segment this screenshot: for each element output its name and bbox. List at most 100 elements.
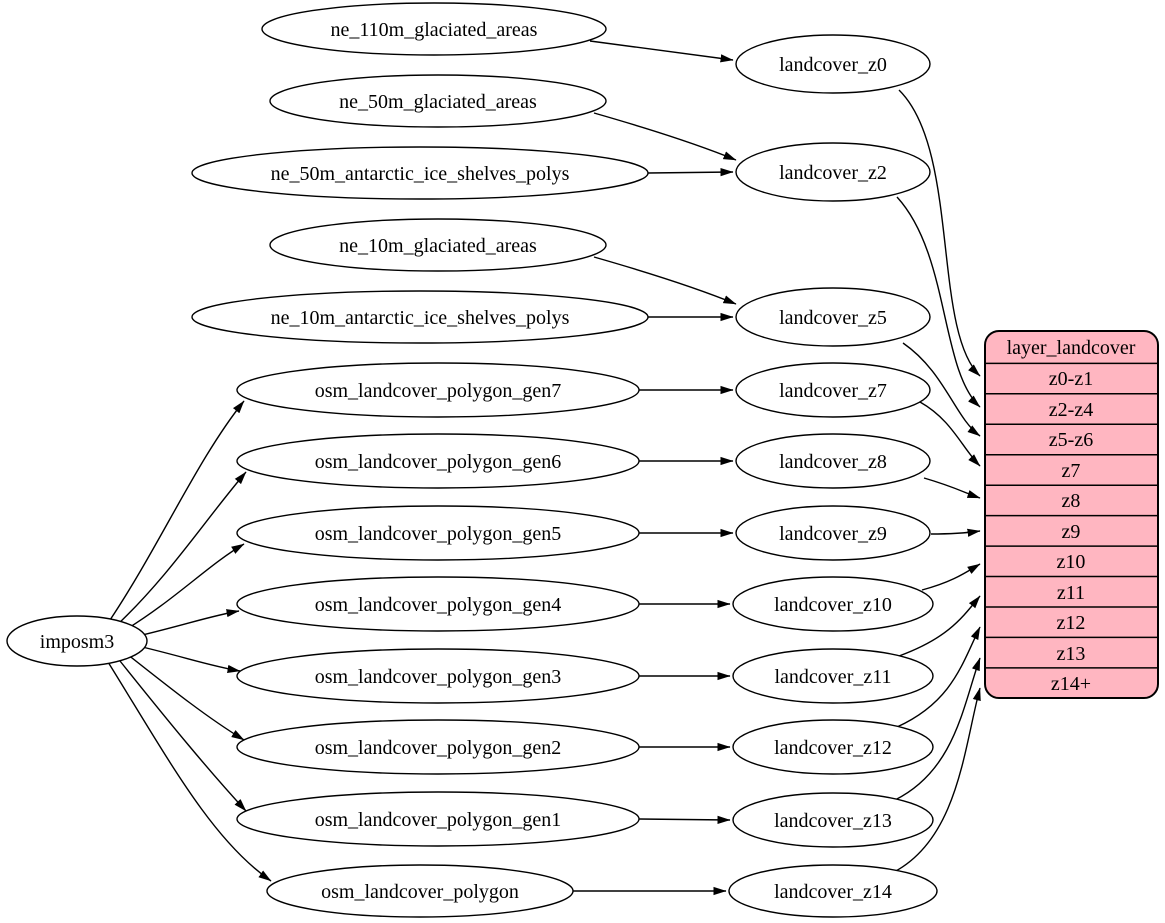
osm-landcover-polygon-label: osm_landcover_polygon xyxy=(321,881,519,903)
node-osm-landcover-polygon-gen6: osm_landcover_polygon_gen6 xyxy=(236,433,640,489)
node-landcover-z14: landcover_z14 xyxy=(728,864,938,918)
osm-landcover-polygon-ellipse xyxy=(266,864,574,918)
layer-row-z12: z12 xyxy=(1057,612,1086,634)
node-landcover-z0: landcover_z0 xyxy=(735,34,931,94)
landcover-z9-ellipse xyxy=(735,505,931,561)
edge-imposm3-to-gen6 xyxy=(115,471,247,627)
landcover-z10-ellipse xyxy=(732,576,934,632)
landcover-z2-label: landcover_z2 xyxy=(779,162,887,184)
osm-landcover-polygon-gen7-ellipse xyxy=(236,362,640,418)
landcover-z13-ellipse xyxy=(732,792,934,848)
landcover-z11-label: landcover_z11 xyxy=(775,666,892,688)
ne-10m-glaciated-areas-ellipse xyxy=(269,218,607,272)
osm-landcover-polygon-gen3-label: osm_landcover_polygon_gen3 xyxy=(315,666,562,688)
edge-z5-to-row-z5-z6 xyxy=(902,342,981,437)
edge-imposm3-to-gen5 xyxy=(121,543,245,633)
osm-landcover-polygon-gen4-ellipse xyxy=(236,576,640,632)
landcover-z9-label: landcover_z9 xyxy=(779,523,887,545)
osm-landcover-polygon-gen7-label: osm_landcover_polygon_gen7 xyxy=(315,380,562,402)
layer-row-z7: z7 xyxy=(1062,460,1081,482)
edge-z13-to-row-z13 xyxy=(894,657,981,801)
landcover-z14-label: landcover_z14 xyxy=(774,881,892,903)
ne-50m-glaciated-areas-ellipse xyxy=(269,74,607,128)
edges-ne-sources xyxy=(589,40,737,322)
layer-row-z10: z10 xyxy=(1057,551,1086,573)
edges-to-layer xyxy=(893,89,981,873)
landcover-z11-ellipse xyxy=(732,648,934,704)
landcover-z0-ellipse xyxy=(735,34,931,94)
node-ne-10m-glaciated-areas: ne_10m_glaciated_areas xyxy=(269,218,607,272)
node-landcover-z7: landcover_z7 xyxy=(735,362,931,418)
edge-imposm3-to-gen2 xyxy=(121,649,245,741)
ne-10m-antarctic-ice-shelves-polys-label: ne_10m_antarctic_ice_shelves_polys xyxy=(271,307,570,329)
edge-imposm3-to-gen4 xyxy=(133,609,240,638)
layer-row-z8: z8 xyxy=(1062,490,1081,512)
node-osm-landcover-polygon-gen2: osm_landcover_polygon_gen2 xyxy=(236,719,640,775)
landcover-z8-label: landcover_z8 xyxy=(779,451,887,473)
osm-landcover-polygon-gen2-ellipse xyxy=(236,719,640,775)
node-landcover-z2: landcover_z2 xyxy=(735,142,931,202)
imposm3-label: imposm3 xyxy=(40,631,114,653)
edge-z11-to-row-z11 xyxy=(898,595,981,657)
landcover-z7-ellipse xyxy=(735,362,931,418)
node-osm-landcover-polygon-gen5: osm_landcover_polygon_gen5 xyxy=(236,505,640,561)
edge-z2-to-row-z2-z4 xyxy=(896,196,981,408)
layer-row-z2-z4: z2-z4 xyxy=(1049,399,1093,421)
imposm3-ellipse xyxy=(6,615,148,667)
osm-landcover-polygon-gen5-ellipse xyxy=(236,505,640,561)
node-layer-landcover: layer_landcover z0-z1 z2-z4 z5-z6 z7 z8 … xyxy=(984,330,1159,699)
landcover-z0-label: landcover_z0 xyxy=(779,54,887,76)
node-landcover-z13: landcover_z13 xyxy=(732,792,934,848)
layer-row-z14plus: z14+ xyxy=(1051,673,1091,695)
node-osm-landcover-polygon-gen7: osm_landcover_polygon_gen7 xyxy=(236,362,640,418)
landcover-z7-label: landcover_z7 xyxy=(779,380,887,402)
node-ne-50m-glaciated-areas: ne_50m_glaciated_areas xyxy=(269,74,607,128)
edges-imposm3-fanout xyxy=(107,400,272,882)
layer-landcover-title: layer_landcover xyxy=(1007,337,1136,359)
node-osm-landcover-polygon-gen3: osm_landcover_polygon_gen3 xyxy=(236,648,640,704)
edge-ne110m-to-z0 xyxy=(589,40,734,63)
landcover-z12-ellipse xyxy=(732,719,934,775)
layer-row-z0-z1: z0-z1 xyxy=(1049,368,1093,390)
landcover-z13-label: landcover_z13 xyxy=(774,810,892,832)
edge-z9-to-row-z9 xyxy=(930,528,981,537)
landcover-z12-label: landcover_z12 xyxy=(774,737,892,759)
node-ne-10m-antarctic-ice-shelves-polys: ne_10m_antarctic_ice_shelves_polys xyxy=(191,290,649,344)
edge-imposm3-to-gen7 xyxy=(109,400,245,621)
osm-landcover-polygon-gen4-label: osm_landcover_polygon_gen4 xyxy=(315,594,562,616)
osm-landcover-polygon-gen5-label: osm_landcover_polygon_gen5 xyxy=(315,523,562,545)
landcover-z14-ellipse xyxy=(728,864,938,918)
osm-landcover-polygon-gen2-label: osm_landcover_polygon_gen2 xyxy=(315,737,562,759)
edge-z0-to-row-z0-z1 xyxy=(898,89,981,377)
node-osm-landcover-polygon-gen1: osm_landcover_polygon_gen1 xyxy=(236,791,640,847)
ne-110m-glaciated-areas-label: ne_110m_glaciated_areas xyxy=(331,19,538,41)
ne-10m-antarctic-ice-shelves-polys-ellipse xyxy=(191,290,649,344)
edges-osm-tables xyxy=(573,385,734,896)
edge-z14-to-row-z14plus xyxy=(893,687,981,873)
edge-z8-to-row-z8 xyxy=(923,477,981,499)
node-osm-landcover-polygon-gen4: osm_landcover_polygon_gen4 xyxy=(236,576,640,632)
layer-row-z11: z11 xyxy=(1057,582,1085,604)
edge-ne50m-antarctic-to-z2 xyxy=(647,168,734,177)
ne-110m-glaciated-areas-ellipse xyxy=(261,2,607,56)
node-ne-50m-antarctic-ice-shelves-polys: ne_50m_antarctic_ice_shelves_polys xyxy=(191,146,649,200)
edge-imposm3-to-gen3 xyxy=(133,644,241,673)
edge-imposm3-to-osm-polygon xyxy=(107,661,272,882)
ne-50m-antarctic-ice-shelves-polys-label: ne_50m_antarctic_ice_shelves_polys xyxy=(271,163,570,185)
layer-row-z13: z13 xyxy=(1057,643,1086,665)
osm-landcover-polygon-gen1-ellipse xyxy=(236,791,640,847)
node-imposm3: imposm3 xyxy=(6,615,148,667)
landcover-z10-label: landcover_z10 xyxy=(774,594,892,616)
node-ne-110m-glaciated-areas: ne_110m_glaciated_areas xyxy=(261,2,607,56)
node-landcover-z12: landcover_z12 xyxy=(732,719,934,775)
edge-ne10m-glaciated-to-z5 xyxy=(593,256,737,305)
landcover-z5-label: landcover_z5 xyxy=(779,307,887,329)
node-landcover-z10: landcover_z10 xyxy=(732,576,934,632)
node-landcover-z9: landcover_z9 xyxy=(735,505,931,561)
ne-50m-antarctic-ice-shelves-polys-ellipse xyxy=(191,146,649,200)
edge-ne50m-glaciated-to-z2 xyxy=(593,112,737,161)
node-landcover-z5: landcover_z5 xyxy=(735,287,931,347)
osm-landcover-polygon-gen6-ellipse xyxy=(236,433,640,489)
